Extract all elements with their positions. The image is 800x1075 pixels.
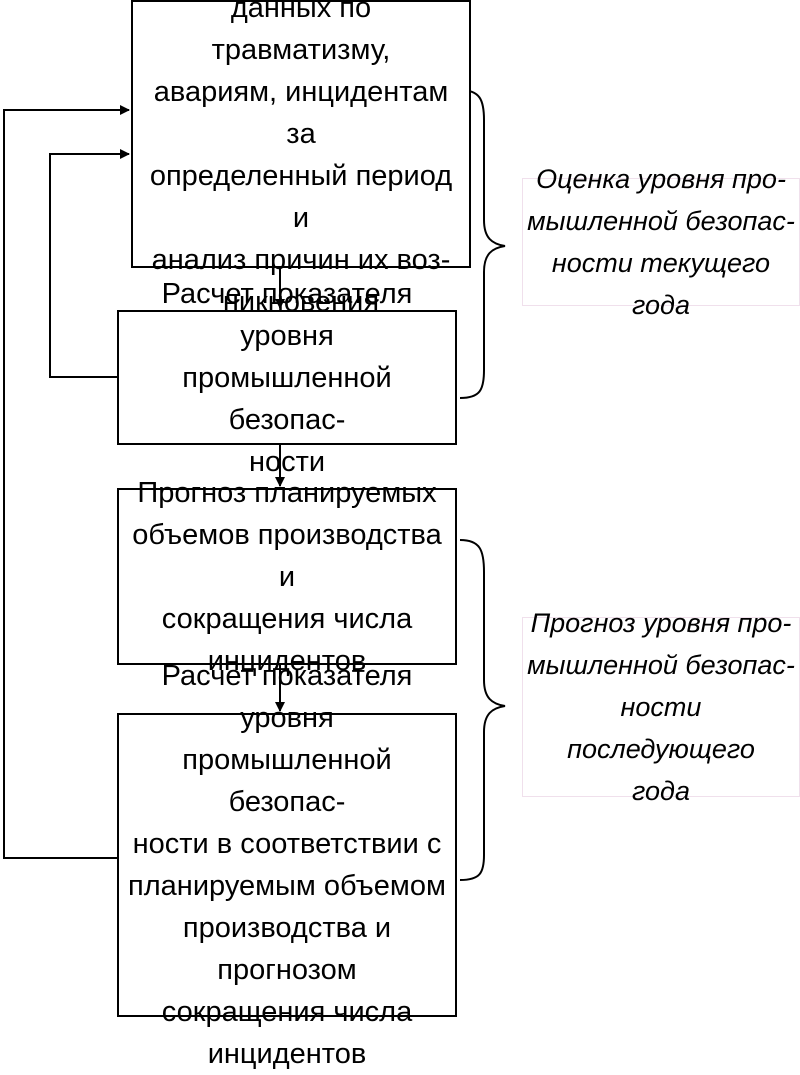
brace-current-year xyxy=(459,89,506,399)
step-collect-statistics: Сбор статистических данных по травматизм… xyxy=(131,0,471,318)
step-calc-safety-index-label: Расчет показателя уровня промышленной бе… xyxy=(161,277,413,478)
feedback-arrow-step4-to-step1 xyxy=(3,105,130,859)
step-forecast-production: Прогноз планируемых объемов производства… xyxy=(117,477,457,677)
step-calc-planned-safety-index-label: Расчет показателя уровня промышленной бе… xyxy=(128,660,446,1070)
annotation-next-year: Прогноз уровня про- мышленной безопас- н… xyxy=(522,608,800,806)
connector-layer xyxy=(3,89,506,881)
step-calc-planned-safety-index: Расчет показателя уровня промышленной бе… xyxy=(117,660,457,1070)
step-calc-safety-index: Расчет показателя уровня промышленной бе… xyxy=(117,278,457,478)
annotation-current-year-label: Оценка уровня про- мышленной безопас- но… xyxy=(527,164,795,320)
annotation-current-year: Оценка уровня про- мышленной безопас- но… xyxy=(522,164,800,320)
brace-next-year xyxy=(459,539,506,881)
annotation-next-year-label: Прогноз уровня про- мышленной безопас- н… xyxy=(527,608,795,806)
feedback-arrow-step2-to-step1 xyxy=(49,149,130,378)
step-collect-statistics-label: Сбор статистических данных по травматизм… xyxy=(149,0,453,318)
step-forecast-production-label: Прогноз планируемых объемов производства… xyxy=(132,476,442,677)
